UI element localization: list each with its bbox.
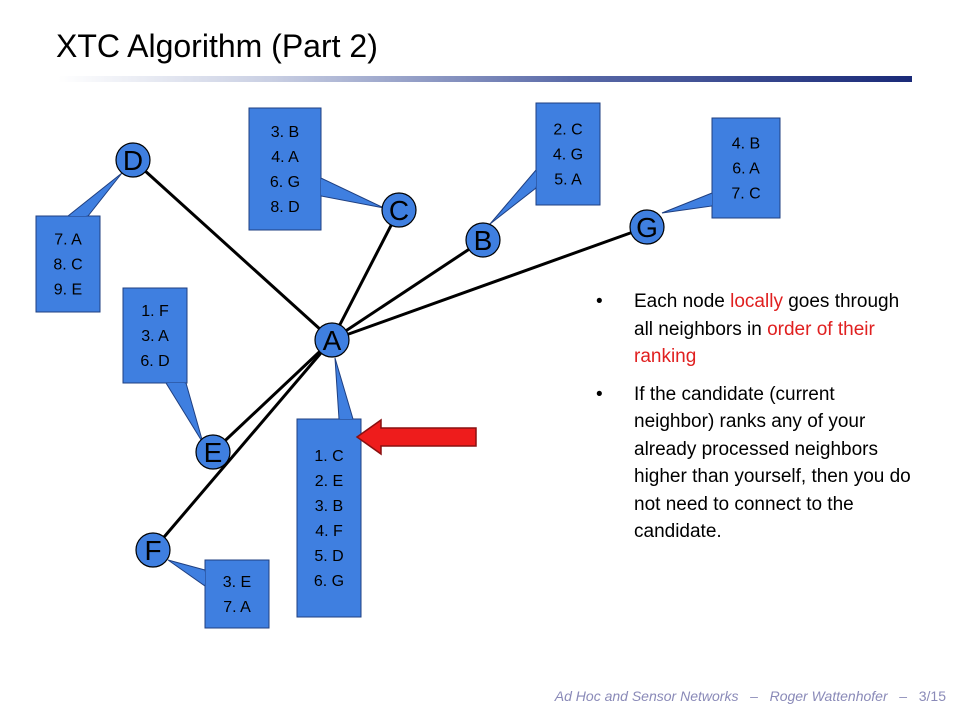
node-e: E <box>195 434 231 470</box>
edge-a-e <box>211 338 334 454</box>
rank-entry: 4. A <box>271 149 299 166</box>
callout-tail <box>661 192 713 214</box>
rank-entry: 3. B <box>315 498 343 515</box>
rank-list-g: 4. B 6. A 7. C <box>661 117 781 219</box>
edge-a-g <box>331 225 648 342</box>
rank-entry: 4. B <box>732 136 760 153</box>
edge-a-f <box>151 339 334 551</box>
rank-entry: 6. G <box>314 573 344 590</box>
rank-entry: 1. C <box>314 448 343 465</box>
node-circle <box>465 222 501 258</box>
rank-entry: 6. A <box>732 161 760 178</box>
rank-entry: 3. E <box>223 574 251 591</box>
callout-tail <box>66 172 123 217</box>
bullet-item: • Each node locally goes through all neig… <box>596 288 916 371</box>
rank-entry: 2. C <box>553 122 582 139</box>
rank-list-f: 3. E 7. A <box>167 559 270 629</box>
callout-box <box>248 107 322 231</box>
rank-entry: 8. C <box>53 257 82 274</box>
graph-edges <box>131 158 648 551</box>
node-d: D <box>115 142 151 178</box>
node-circle <box>314 322 350 358</box>
bullet-text: If the candidate (current neighbor) rank… <box>634 383 911 543</box>
rank-list-d: 7. A 8. C 9. E <box>35 172 123 313</box>
rank-entry: 6. D <box>140 353 169 370</box>
rank-entry: 7. C <box>731 186 760 203</box>
edge-a-b <box>331 238 484 342</box>
rank-entry: 5. D <box>314 548 343 565</box>
rank-entry: 6. G <box>270 174 300 191</box>
node-circle <box>195 434 231 470</box>
node-circle <box>135 532 171 568</box>
node-b: B <box>465 222 501 258</box>
page-number: 3/15 <box>918 688 946 704</box>
rank-entry: 3. B <box>271 124 299 141</box>
rank-entry: 7. A <box>223 599 251 616</box>
left-arrow-icon <box>355 418 477 456</box>
callout-tail <box>165 382 204 444</box>
explanation-bullets: • Each node locally goes through all neig… <box>596 288 916 556</box>
callout-box <box>35 215 101 313</box>
node-c: C <box>381 192 417 228</box>
rank-entry: 4. F <box>315 523 343 540</box>
node-circle <box>381 192 417 228</box>
node-g: G <box>629 209 665 245</box>
footer-separator: – <box>750 688 758 704</box>
highlighted-text: order of their ranking <box>634 318 875 368</box>
callout-tail <box>489 168 537 225</box>
rank-entry: 9. E <box>54 282 82 299</box>
footer-course: Ad Hoc and Sensor Networks <box>554 688 739 704</box>
rank-entry: 5. A <box>554 172 582 189</box>
rank-list-c: 3. B 4. A 6. G 8. D <box>248 107 385 231</box>
node-label: E <box>204 437 223 468</box>
slide-title: XTC Algorithm (Part 2) <box>56 28 378 64</box>
rank-entry: 2. E <box>315 473 343 490</box>
callout-tail <box>167 559 206 587</box>
bullet-dot-icon: • <box>596 383 603 405</box>
rank-list-a: 1. C 2. E 3. B 4. F 5. D 6. G <box>296 357 362 618</box>
rank-entry: 7. A <box>54 232 82 249</box>
bullet-item: • If the candidate (current neighbor) ran… <box>596 381 916 546</box>
edge-a-c <box>330 209 401 341</box>
bullet-dot-icon: • <box>596 291 603 312</box>
callout-box <box>122 287 188 384</box>
graph-nodes: D C B G A E F <box>115 142 665 568</box>
rank-entry: 8. D <box>270 199 299 216</box>
callout-box <box>535 102 601 206</box>
bullet-text: goes through all neighbors in <box>634 291 900 340</box>
callout-tail <box>320 177 385 209</box>
callout-box <box>711 117 781 219</box>
edge-a-d <box>131 158 334 342</box>
node-label: C <box>389 195 409 226</box>
footer: Ad Hoc and Sensor Networks – Roger Watte… <box>555 688 946 704</box>
node-circle <box>115 142 151 178</box>
highlighted-text: locally <box>730 291 783 312</box>
node-f: F <box>135 532 171 568</box>
rank-list-e: 1. F 3. A 6. D <box>122 287 204 444</box>
rank-entry: 4. G <box>553 147 583 164</box>
rank-entry: 3. A <box>141 328 169 345</box>
title-underline <box>58 76 912 82</box>
node-label: F <box>144 535 161 566</box>
node-label: B <box>474 225 493 256</box>
bullet-text: Each node <box>634 291 731 312</box>
rank-list-b: 2. C 4. G 5. A <box>489 102 601 225</box>
footer-author: Roger Wattenhofer <box>769 688 888 704</box>
rank-entry: 1. F <box>141 303 169 320</box>
rank-list-callouts: 3. B 4. A 6. G 8. D 2. C 4. G 5. A 4. B 6. A 7. C… <box>35 102 781 629</box>
callout-tail <box>334 357 354 420</box>
node-label: G <box>636 212 658 243</box>
node-a: A <box>314 322 350 358</box>
callout-box <box>296 418 362 618</box>
node-label: A <box>323 325 342 356</box>
node-label: D <box>123 145 143 176</box>
footer-separator: – <box>899 688 908 704</box>
node-circle <box>629 209 665 245</box>
callout-box <box>204 559 270 629</box>
